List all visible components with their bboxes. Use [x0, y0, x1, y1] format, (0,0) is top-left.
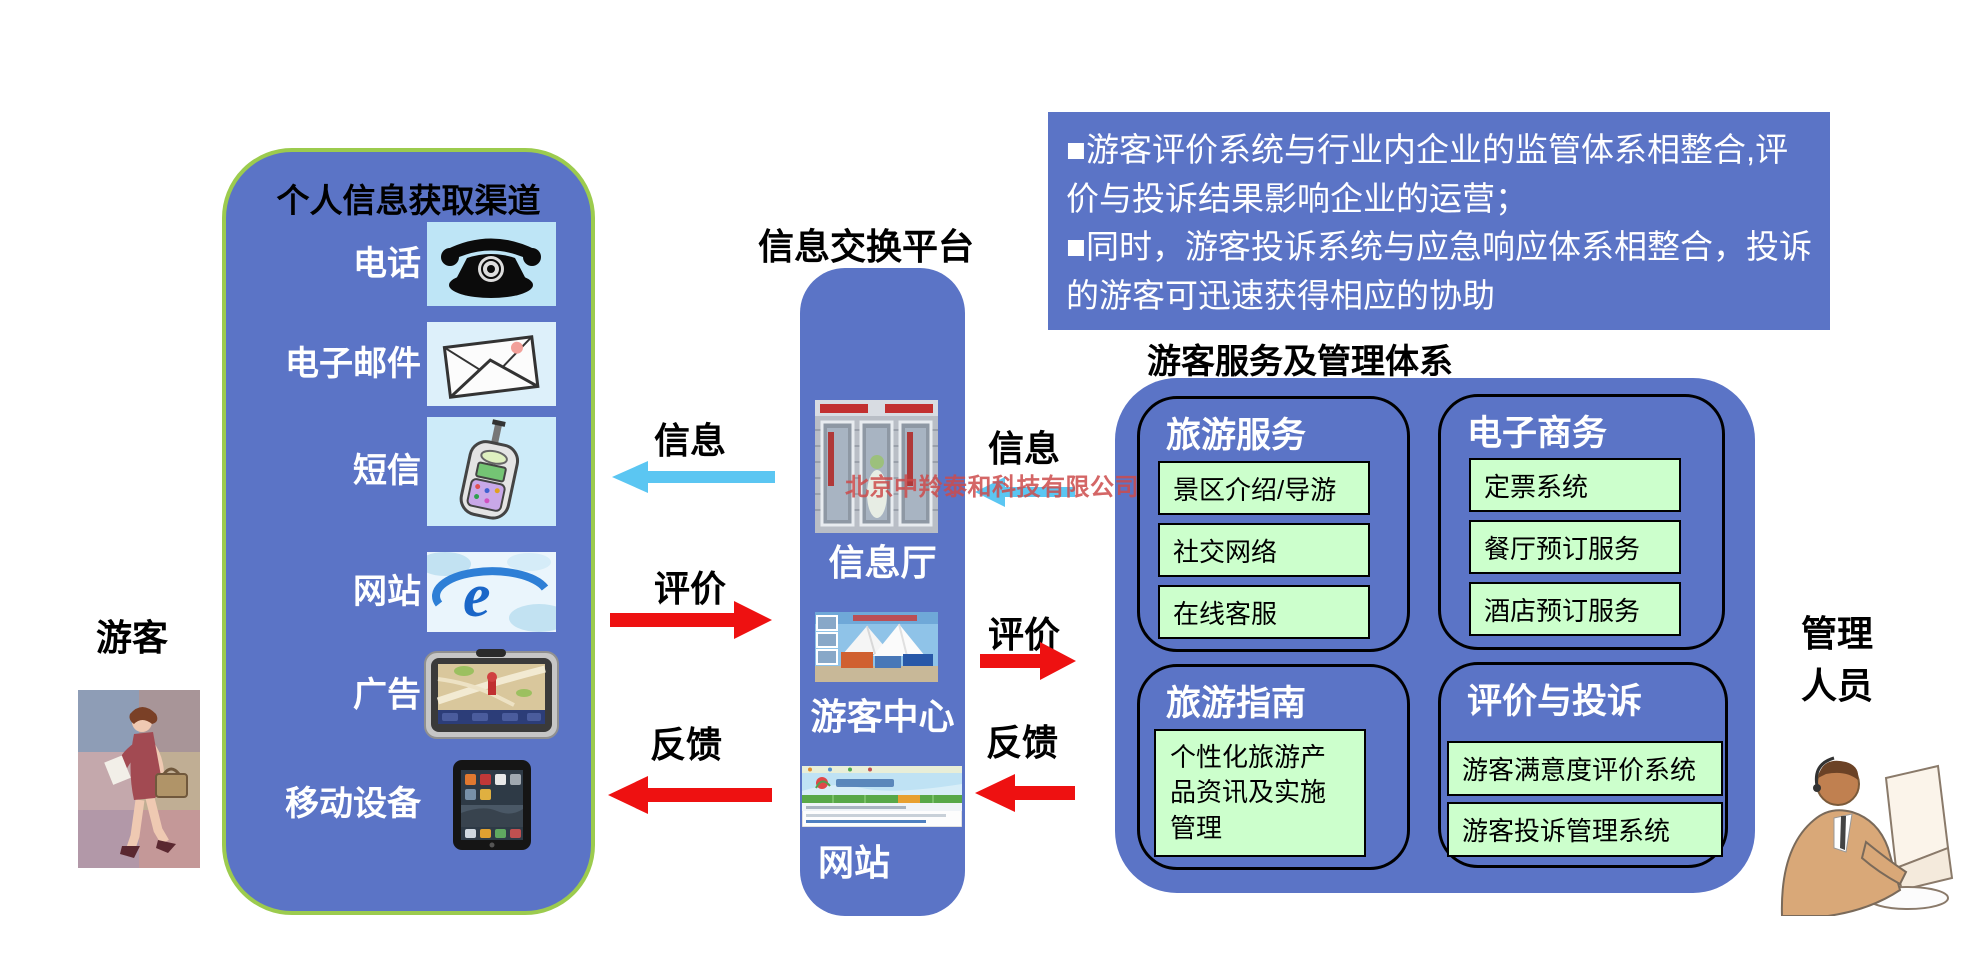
integration-note: ■游客评价系统与行业内企业的监管体系相整合,评价与投诉结果影响企业的运营； ■同… [1048, 112, 1830, 330]
flow-label-evaluation-left: 评价 [653, 568, 726, 609]
node-label-website: 网站 [818, 842, 891, 883]
manager-label-line2: 人员 [1800, 665, 1873, 707]
system-item: 游客满意度评价系统 [1447, 741, 1723, 796]
group-ecommerce: 电子商务 定票系统 餐厅预订服务 酒店预订服务 [1438, 394, 1725, 650]
node-label-visitor-center: 游客中心 [810, 696, 955, 737]
group-title-evaluation-complaints: 评价与投诉 [1467, 682, 1643, 721]
ie-browser-icon: e [419, 552, 569, 637]
feedback-arrow-left-2 [975, 774, 1075, 817]
channel-label-mobile-device: 移动设备 [285, 785, 421, 823]
flow-label-info-right: 信息 [987, 428, 1060, 469]
manager-label-line1: 管理 [1800, 613, 1873, 654]
channels-title: 个人信息获取渠道 [276, 182, 541, 219]
channel-label-website: 网站 [353, 573, 421, 611]
note-text-1: 游客评价系统与行业内企业的监管体系相整合,评价与投诉结果影响企业的运营； [1066, 131, 1789, 217]
tourist-label: 游客 [95, 617, 168, 658]
tourist-image [78, 690, 200, 868]
system-item: 定票系统 [1469, 458, 1681, 512]
right-arrow-icon [610, 601, 772, 639]
left-arrow-icon [975, 774, 1075, 812]
tablet-icon [427, 759, 556, 856]
manager-clipart [1768, 726, 1962, 921]
platform-column: 信息厅 游客中心 [800, 268, 965, 916]
evaluation-arrow-right [610, 601, 772, 644]
flow-label-feedback-right: 反馈 [985, 722, 1058, 763]
left-arrow-icon [975, 477, 1075, 507]
channel-label-sms: 短信 [353, 452, 421, 490]
system-item: 社交网络 [1158, 523, 1370, 577]
group-evaluation-complaints: 评价与投诉 游客满意度评价系统 游客投诉管理系统 [1438, 662, 1728, 868]
system-item: 在线客服 [1158, 585, 1370, 639]
website-photo [801, 765, 963, 832]
watermark-text: 北京中羚泰和科技有限公司 [845, 475, 1139, 501]
group-title-travel-guide: 旅游指南 [1166, 684, 1307, 723]
system-title: 游客服务及管理体系 [1147, 343, 1453, 381]
bullet-square-icon: ■ [1066, 228, 1086, 265]
gps-device-icon [424, 649, 559, 746]
info-hall-photo [815, 400, 938, 538]
info-arrow-left [612, 461, 775, 498]
note-text-2: 同时，游客投诉系统与应急响应体系相整合，投诉的游客可迅速获得相应的协助 [1066, 228, 1812, 314]
channels-panel: 个人信息获取渠道 电话 电子邮件 [222, 148, 595, 915]
info-arrow-left-2 [975, 477, 1075, 512]
group-title-travel-services: 旅游服务 [1166, 416, 1307, 455]
note-line-1: ■游客评价系统与行业内企业的监管体系相整合,评价与投诉结果影响企业的运营； [1066, 126, 1812, 223]
rotary-phone-icon [427, 222, 556, 311]
bullet-square-icon: ■ [1066, 131, 1086, 168]
system-item: 酒店预订服务 [1469, 582, 1681, 636]
tourist-clipart [78, 690, 200, 873]
group-travel-services: 旅游服务 景区介绍/导游 社交网络 在线客服 [1137, 396, 1410, 652]
service-system-panel: 旅游服务 景区介绍/导游 社交网络 在线客服 电子商务 定票系统 餐厅预订服务 … [1115, 378, 1755, 893]
mobile-phone-icon [427, 417, 556, 531]
right-arrow-icon [980, 642, 1076, 680]
manager-image [1780, 756, 1954, 917]
flow-label-feedback-left: 反馈 [649, 724, 722, 765]
group-travel-guide: 旅游指南 个性化旅游产品资讯及实施管理 [1137, 664, 1410, 870]
flow-label-info-left: 信息 [653, 420, 726, 461]
manager-label: 管理人员 [1782, 608, 1892, 712]
channel-label-email: 电子邮件 [285, 345, 421, 383]
system-item: 游客投诉管理系统 [1447, 802, 1723, 857]
left-arrow-icon [608, 776, 772, 814]
group-title-ecommerce: 电子商务 [1467, 414, 1608, 453]
system-item: 个性化旅游产品资讯及实施管理 [1154, 729, 1366, 857]
system-item: 景区介绍/导游 [1158, 461, 1370, 515]
system-item: 餐厅预订服务 [1469, 520, 1681, 574]
platform-title: 信息交换平台 [757, 226, 974, 267]
left-arrow-icon [612, 461, 775, 493]
node-label-info-hall: 信息厅 [828, 542, 937, 583]
envelope-icon [427, 322, 556, 411]
channel-label-phone: 电话 [353, 245, 421, 283]
visitor-center-photo [815, 612, 938, 687]
evaluation-arrow-right-2 [980, 642, 1076, 685]
channel-label-ads: 广告 [353, 676, 421, 714]
note-line-2: ■同时，游客投诉系统与应急响应体系相整合，投诉的游客可迅速获得相应的协助 [1066, 223, 1812, 320]
feedback-arrow-left [608, 776, 772, 819]
